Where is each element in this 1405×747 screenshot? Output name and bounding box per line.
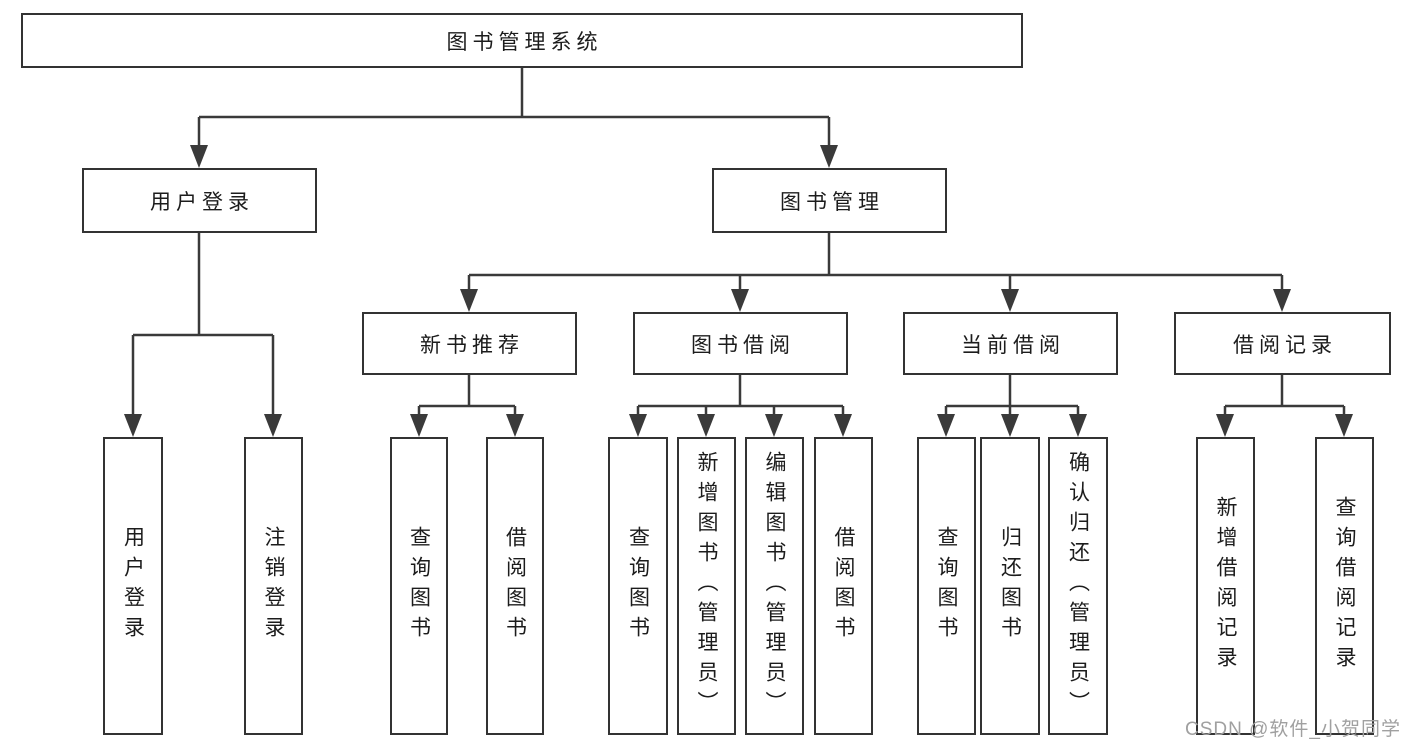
node-book-borrowing: 图书借阅 xyxy=(633,312,848,375)
node-label: 查询图书 xyxy=(626,526,650,646)
edge-current-borrowing-to-children xyxy=(937,375,1087,437)
edge-root-to-level2 xyxy=(190,68,838,168)
node-label: 用户登录 xyxy=(150,190,254,214)
arrowhead xyxy=(410,414,428,437)
node-borrowing-records: 借阅记录 xyxy=(1174,312,1391,375)
csdn-watermark: CSDN @软件_小贺同学 xyxy=(1185,719,1401,740)
node-label: 查询图书 xyxy=(935,526,958,646)
node-label: 查询图书 xyxy=(407,526,431,646)
arrowhead xyxy=(937,414,955,437)
node-label: 查询借阅记录 xyxy=(1333,496,1356,676)
node-label: 借阅记录 xyxy=(1233,333,1337,357)
node-new-book-recommendation: 新书推荐 xyxy=(362,312,577,375)
arrowhead xyxy=(1069,414,1087,437)
arrowhead xyxy=(190,145,208,168)
leaf-borrow-books-recommend: 借阅图书 xyxy=(486,437,544,735)
leaf-confirm-return-admin: 确认归还（管理员） xyxy=(1048,437,1108,735)
node-label: 新增借阅记录 xyxy=(1214,496,1237,676)
node-label: 用户登录 xyxy=(121,526,145,646)
arrowhead xyxy=(697,414,715,437)
node-label: 新书推荐 xyxy=(420,333,524,357)
node-user-login: 用户登录 xyxy=(82,168,317,233)
arrowhead xyxy=(1001,289,1019,312)
edge-borrowing-records-to-children xyxy=(1216,375,1353,437)
node-label: 归还图书 xyxy=(998,526,1022,646)
edge-new-book-recommendation-to-children xyxy=(410,375,524,437)
node-current-borrowing: 当前借阅 xyxy=(903,312,1118,375)
node-label: 编辑图书（管理员） xyxy=(763,451,786,721)
edge-book-management-to-sections xyxy=(460,233,1291,312)
arrowhead xyxy=(1273,289,1291,312)
leaf-query-books-recommend: 查询图书 xyxy=(390,437,448,735)
leaf-query-books-current: 查询图书 xyxy=(917,437,976,735)
arrowhead xyxy=(124,414,142,437)
node-label: 当前借阅 xyxy=(961,333,1065,357)
node-label: 借阅图书 xyxy=(503,526,527,646)
leaf-add-book-admin: 新增图书（管理员） xyxy=(677,437,736,735)
edge-book-borrowing-to-children xyxy=(629,375,852,437)
node-label: 确认归还（管理员） xyxy=(1066,451,1090,721)
node-library-management-system: 图书管理系统 xyxy=(21,13,1023,68)
arrowhead xyxy=(731,289,749,312)
arrowhead xyxy=(506,414,524,437)
node-label: 图书管理系统 xyxy=(446,30,603,54)
arrowhead xyxy=(264,414,282,437)
leaf-edit-book-admin: 编辑图书（管理员） xyxy=(745,437,804,735)
leaf-return-books: 归还图书 xyxy=(980,437,1040,735)
arrowhead xyxy=(460,289,478,312)
arrowhead xyxy=(820,145,838,168)
arrowhead xyxy=(1216,414,1234,437)
arrowhead xyxy=(1001,414,1019,437)
node-label: 图书借阅 xyxy=(691,333,795,357)
node-label: 图书管理 xyxy=(780,190,884,214)
node-book-management: 图书管理 xyxy=(712,168,947,233)
node-label: 借阅图书 xyxy=(832,526,855,646)
leaf-query-books-borrowing: 查询图书 xyxy=(608,437,668,735)
node-label: 注销登录 xyxy=(262,526,285,646)
node-label: 新增图书（管理员） xyxy=(695,451,718,721)
leaf-user-login: 用户登录 xyxy=(103,437,163,735)
arrowhead xyxy=(1335,414,1353,437)
arrowhead xyxy=(765,414,783,437)
edge-user-login-to-children xyxy=(124,233,282,437)
arrowhead xyxy=(629,414,647,437)
leaf-add-borrow-record: 新增借阅记录 xyxy=(1196,437,1255,735)
arrowhead xyxy=(834,414,852,437)
leaf-query-borrow-record: 查询借阅记录 xyxy=(1315,437,1374,735)
leaf-borrow-books: 借阅图书 xyxy=(814,437,873,735)
leaf-logout: 注销登录 xyxy=(244,437,303,735)
